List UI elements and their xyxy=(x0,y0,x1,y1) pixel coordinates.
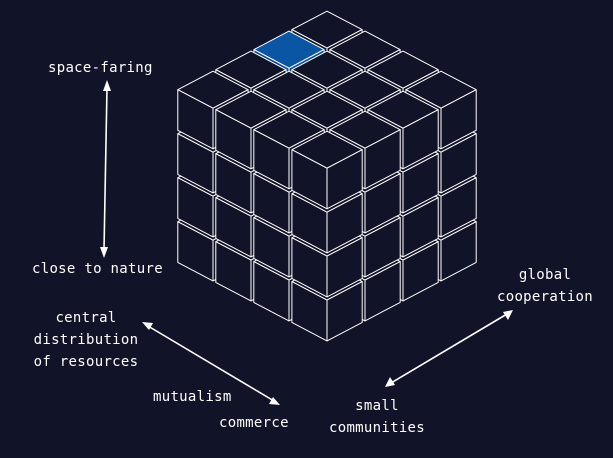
label-commerce: commerce xyxy=(219,415,289,431)
cube-right-face xyxy=(326,193,363,254)
cube-right-face xyxy=(402,197,439,258)
cube-right-face xyxy=(402,153,439,214)
right-diagonal-axis-arrow xyxy=(385,310,513,387)
label-mutualism: mutualism xyxy=(153,389,232,405)
label-global-cooperation: global cooperation xyxy=(486,264,604,308)
cube-right-face xyxy=(402,109,439,170)
cube-right-face xyxy=(440,89,477,150)
label-line: distribution xyxy=(33,332,139,348)
label-close-to-nature: close to nature xyxy=(32,261,163,277)
label-line: of resources xyxy=(33,354,139,370)
label-small-communities: small communities xyxy=(318,395,436,439)
cube xyxy=(405,70,477,150)
cube-right-face xyxy=(326,281,363,342)
cube-grid xyxy=(177,10,477,342)
label-line: global xyxy=(518,267,572,283)
cube-right-face xyxy=(364,173,401,234)
cube-right-face xyxy=(440,133,477,194)
cube-right-face xyxy=(326,149,363,210)
cube-right-face xyxy=(440,221,477,282)
label-space-faring: space-faring xyxy=(48,60,153,76)
label-line: central xyxy=(55,310,117,326)
label-line: cooperation xyxy=(496,289,594,305)
cube-right-face xyxy=(440,177,477,238)
cube-right-face xyxy=(364,261,401,322)
cube xyxy=(291,130,363,210)
left-diagonal-axis-arrow xyxy=(142,322,280,405)
cube-right-face xyxy=(364,217,401,278)
label-line: small xyxy=(355,398,399,414)
label-central-distribution: central distribution of resources xyxy=(22,307,150,373)
cube-right-face xyxy=(326,237,363,298)
label-line: communities xyxy=(328,420,426,436)
cube-right-face xyxy=(402,241,439,302)
cube-right-face xyxy=(364,129,401,190)
vertical-axis-arrow xyxy=(100,80,111,258)
